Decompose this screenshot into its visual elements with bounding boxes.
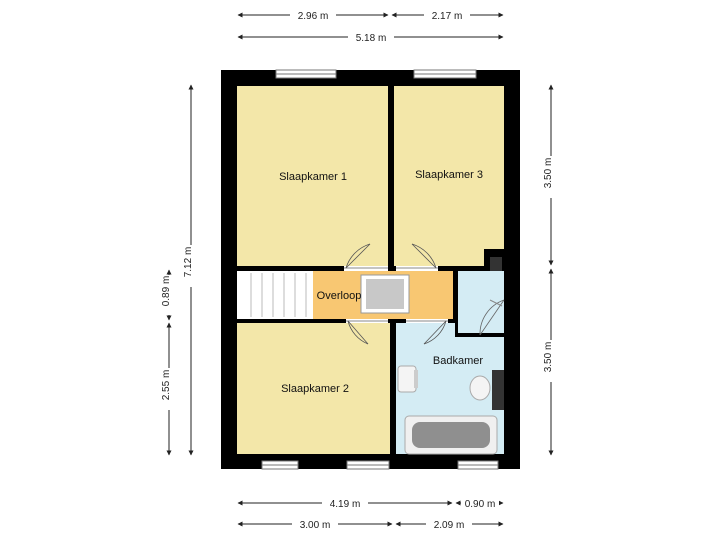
dimension-top-b: 2.17 m — [391, 9, 504, 22]
wall-bath-toilet — [455, 333, 504, 337]
door-badkamer — [406, 319, 448, 345]
dimension-label: 3.50 m — [543, 342, 554, 373]
dimension-label: 7.12 m — [183, 247, 194, 278]
dimension-label: 3.50 m — [543, 158, 554, 189]
room-slaapkamer-2 — [237, 323, 390, 454]
room-slaapkamer-3 — [394, 86, 504, 266]
dimension-bottom-b: 0.90 m — [455, 497, 504, 510]
dimension-label: 2.96 m — [298, 11, 329, 22]
door-slaapkamer-1 — [344, 243, 388, 271]
dimension-left-a: 0.89 m — [161, 269, 175, 321]
door-slaapkamer-2 — [346, 319, 388, 345]
sink-icon — [397, 365, 418, 393]
stairs — [250, 273, 307, 317]
window-bottom-3 — [457, 460, 499, 470]
dimension-label: 0.89 m — [161, 276, 172, 307]
dimension-label: 2.17 m — [432, 11, 463, 22]
dimension-label: 2.55 m — [161, 370, 172, 401]
room-label-slaapkamer-1: Slaapkamer 1 — [279, 171, 347, 183]
toilet-room-fixture-icon — [489, 299, 503, 307]
toilet-icon — [469, 370, 504, 410]
dimension-top-a: 2.96 m — [237, 9, 389, 22]
door-slaapkamer-3 — [396, 243, 438, 271]
room-stairs — [237, 271, 313, 319]
window-top-right — [413, 69, 477, 79]
dimension-label: 2.09 m — [434, 520, 465, 531]
duct-inner — [490, 257, 502, 275]
dimension-bottom-c: 3.00 m — [237, 518, 393, 531]
dimension-right-b: 3.50 m — [543, 268, 557, 456]
dimension-label: 3.00 m — [300, 520, 331, 531]
door-toilet — [479, 299, 505, 336]
window-top-left — [275, 69, 337, 79]
dimension-label: 0.90 m — [465, 499, 496, 510]
dimension-left-b: 2.55 m — [161, 322, 175, 456]
dimension-bottom-a: 4.19 m — [237, 497, 453, 510]
room-label-slaapkamer-2: Slaapkamer 2 — [281, 383, 349, 395]
window-bottom-2 — [346, 460, 390, 470]
bath-inner-wall — [455, 271, 458, 333]
dimension-top-total: 5.18 m — [237, 31, 504, 44]
dimension-left-total: 7.12 m — [183, 84, 197, 456]
room-label-slaapkamer-3: Slaapkamer 3 — [415, 169, 483, 181]
window-bottom-1 — [261, 460, 299, 470]
skylight-glass — [366, 279, 404, 309]
room-label-badkamer: Badkamer — [433, 355, 483, 367]
dimension-bottom-d: 2.09 m — [395, 518, 504, 531]
dimension-label: 4.19 m — [330, 499, 361, 510]
room-label-overloop: Overloop — [317, 290, 362, 302]
dimension-label: 5.18 m — [356, 33, 387, 44]
room-slaapkamer-1 — [237, 86, 388, 266]
bathtub-icon — [404, 415, 498, 455]
dimension-right-a: 3.50 m — [543, 84, 557, 266]
